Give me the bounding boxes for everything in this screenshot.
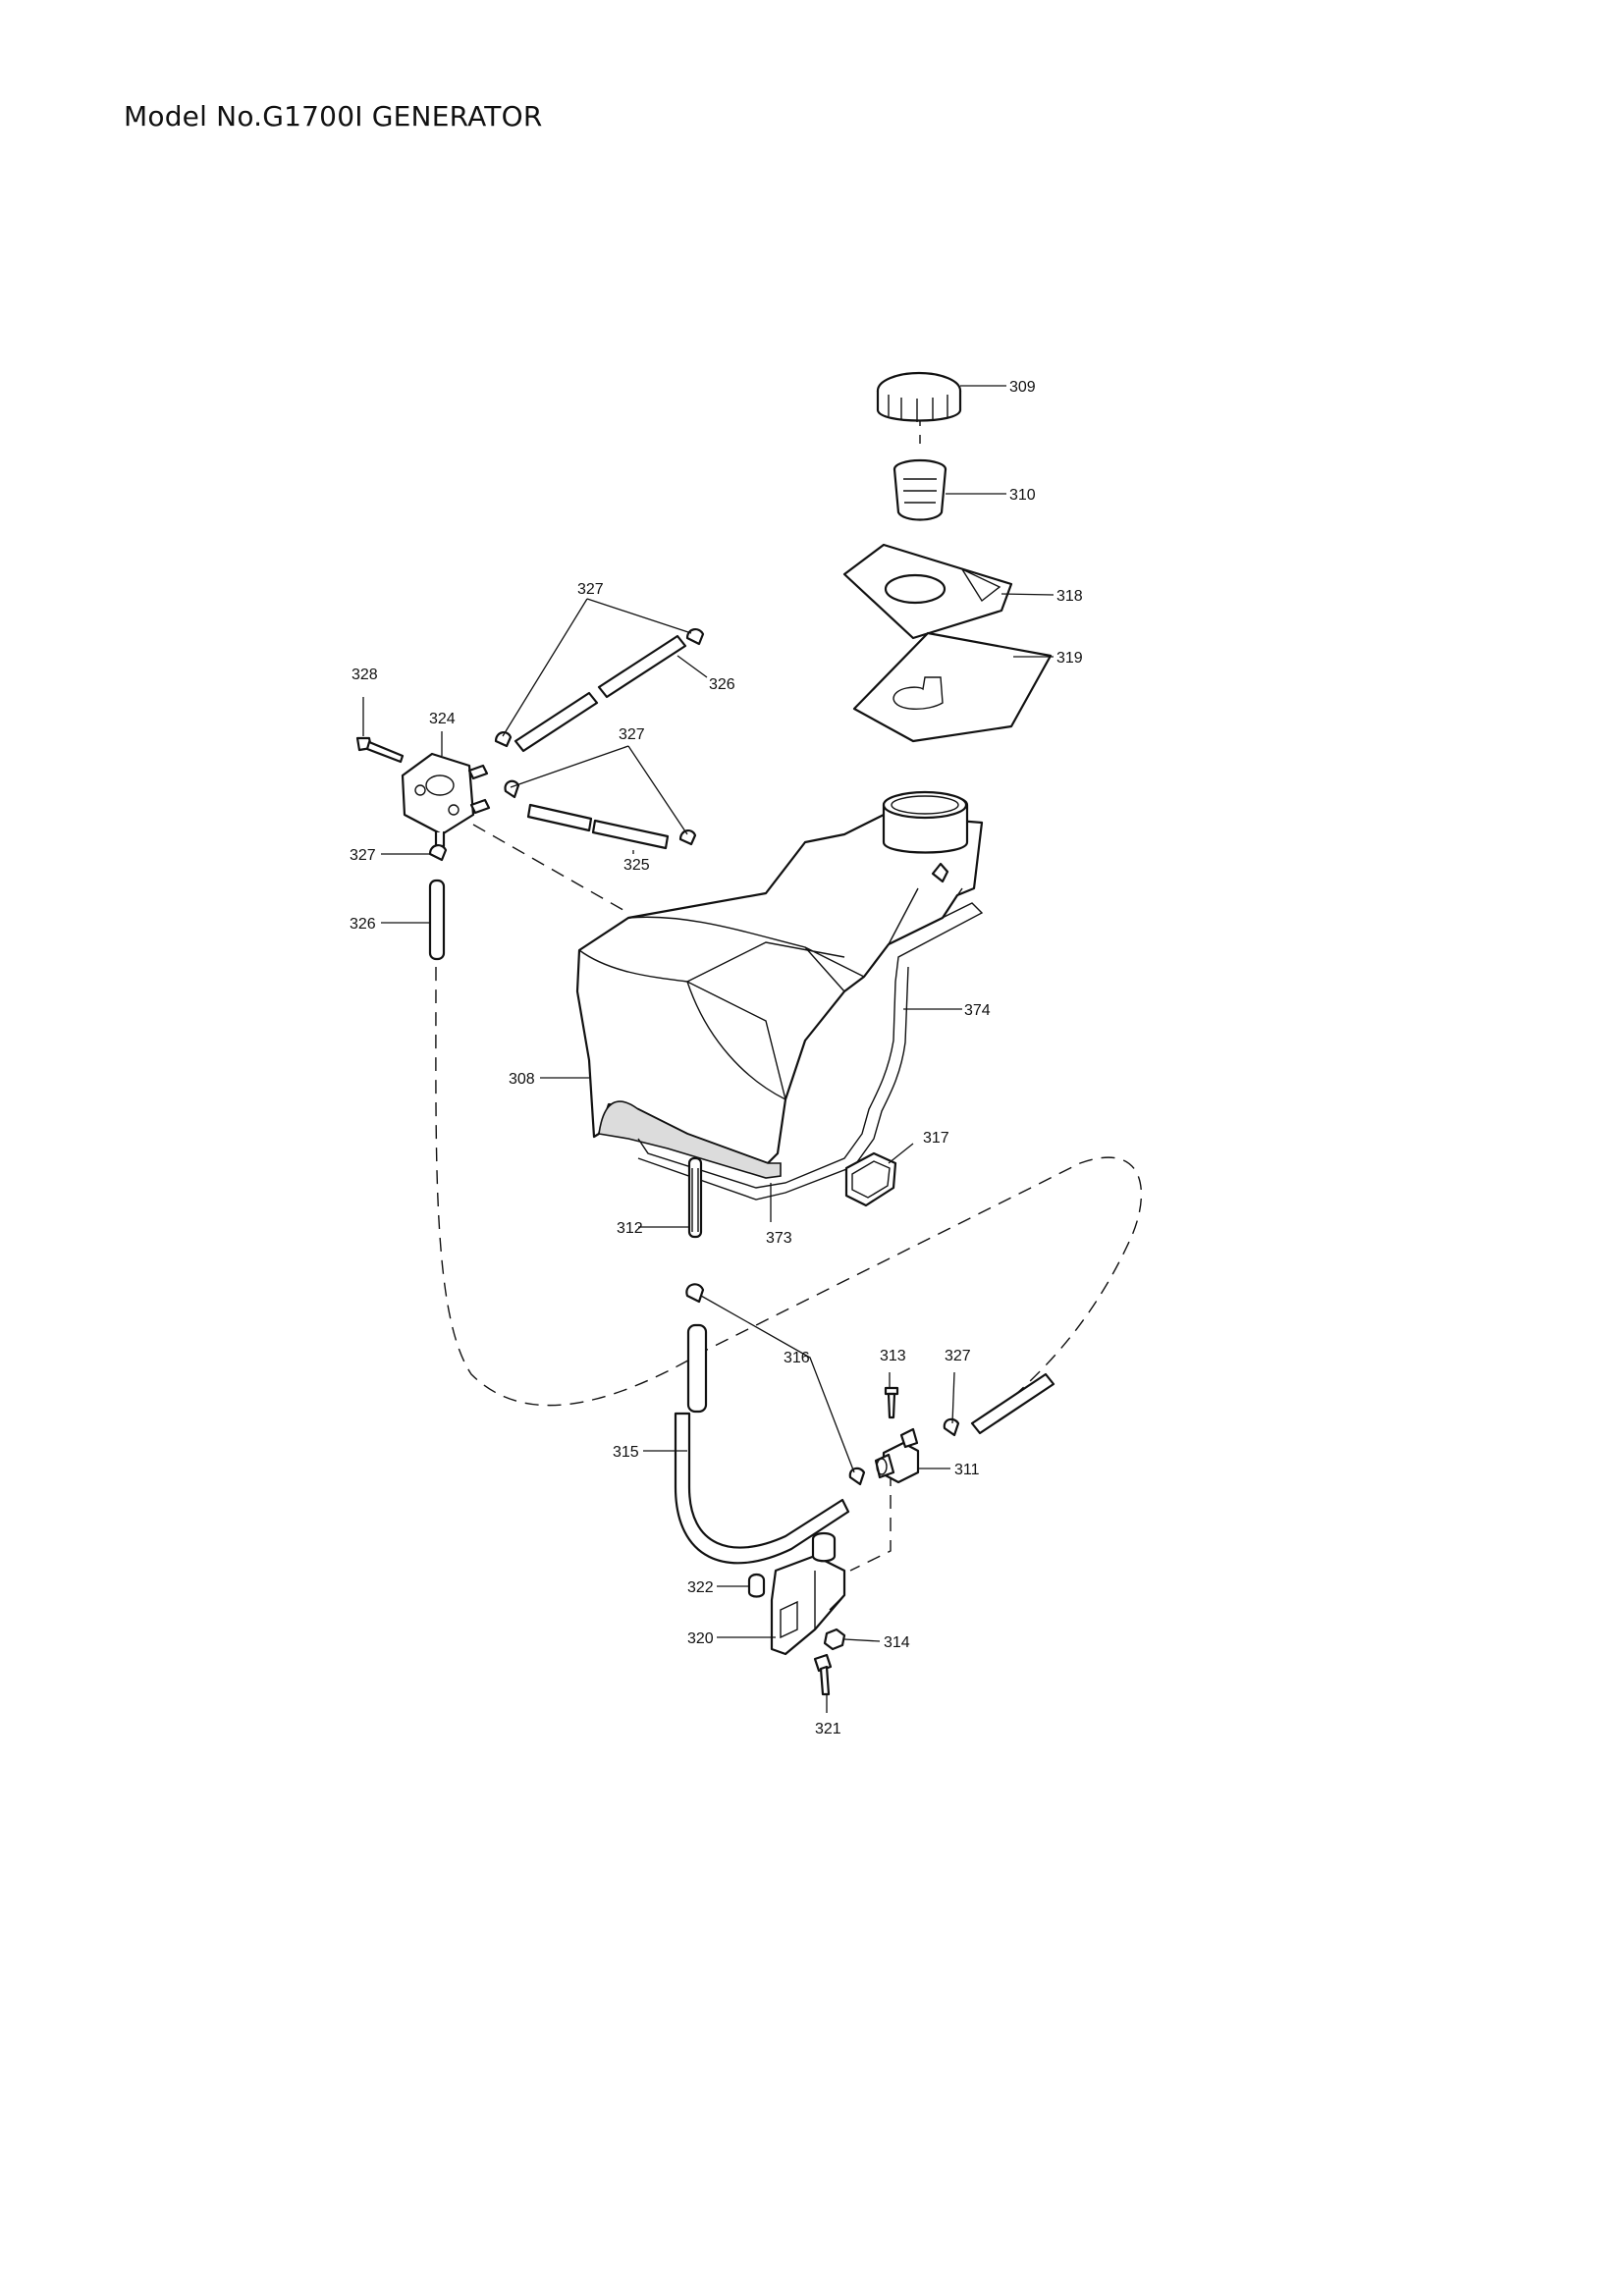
clip-left-hose (428, 844, 448, 862)
fuel-cock (874, 1427, 920, 1484)
nut (823, 1628, 846, 1651)
tube-325-b (591, 819, 670, 850)
tube-326-left (428, 879, 446, 961)
callout-374: 374 (964, 1002, 991, 1019)
cock-bracket (770, 1531, 846, 1656)
callout-328: 328 (352, 667, 378, 683)
callout-316: 316 (784, 1350, 810, 1366)
callout-312: 312 (617, 1220, 643, 1237)
callout-labels: 309 310 318 319 327 326 328 324 327 327 … (350, 379, 1083, 1737)
tube-315-upper (686, 1323, 708, 1414)
fuel-tank (575, 790, 984, 1179)
callout-373: 373 (766, 1230, 792, 1247)
fuel-strainer (893, 458, 947, 521)
strainer-pipe (687, 1156, 703, 1239)
callout-313: 313 (880, 1348, 906, 1364)
clip-316-lower (848, 1467, 866, 1486)
callout-310: 310 (1009, 487, 1036, 504)
tank-gasket-strips (637, 902, 984, 1201)
filler-plate (842, 543, 1013, 640)
cock-screw (884, 1386, 899, 1419)
rubber-cushion (844, 1151, 897, 1207)
page-title: Model No.G1700I GENERATOR (124, 100, 543, 133)
gasket-sheet (852, 631, 1053, 743)
callout-324: 324 (429, 711, 456, 727)
clip-mid-left (504, 779, 520, 799)
callout-326-top: 326 (709, 676, 735, 693)
callout-315: 315 (613, 1444, 639, 1461)
callout-321: 321 (815, 1721, 841, 1737)
callout-322: 322 (687, 1579, 714, 1596)
callout-318: 318 (1056, 588, 1083, 605)
callout-308: 308 (509, 1071, 535, 1088)
callout-311: 311 (954, 1462, 980, 1478)
pump-bolt (355, 736, 405, 764)
callout-327-top: 327 (577, 581, 604, 598)
pump-return-loop-route (435, 966, 1143, 1407)
cock-to-bracket-route (849, 1472, 892, 1572)
callout-325: 325 (623, 857, 650, 874)
callout-326-left: 326 (350, 916, 376, 933)
tube-325-a (526, 803, 593, 832)
fuel-cap (876, 371, 962, 422)
callout-317: 317 (923, 1130, 949, 1147)
clip-316-upper (685, 1283, 705, 1304)
callout-327-left: 327 (350, 847, 376, 864)
callout-327-mid: 327 (619, 726, 645, 743)
callout-309: 309 (1009, 379, 1036, 396)
tube-326-upper-b (597, 634, 687, 699)
leader-lines (362, 385, 1055, 1713)
pump-to-tank-route (472, 824, 629, 914)
fuel-pump (401, 752, 491, 848)
clip-mid-right (678, 829, 697, 846)
fuel-tubes (428, 634, 1055, 1565)
tube-327-right (970, 1372, 1055, 1435)
callout-327-cock: 327 (945, 1348, 971, 1364)
bracket-bolt (813, 1653, 833, 1696)
tube-326-upper (514, 691, 599, 753)
tube-315-bend (674, 1412, 850, 1565)
grommet (747, 1573, 766, 1598)
clip-upper-right (685, 628, 705, 646)
callout-319: 319 (1056, 650, 1083, 667)
callout-314: 314 (884, 1634, 910, 1651)
clip-327-cock (943, 1417, 960, 1437)
callout-320: 320 (687, 1630, 714, 1647)
